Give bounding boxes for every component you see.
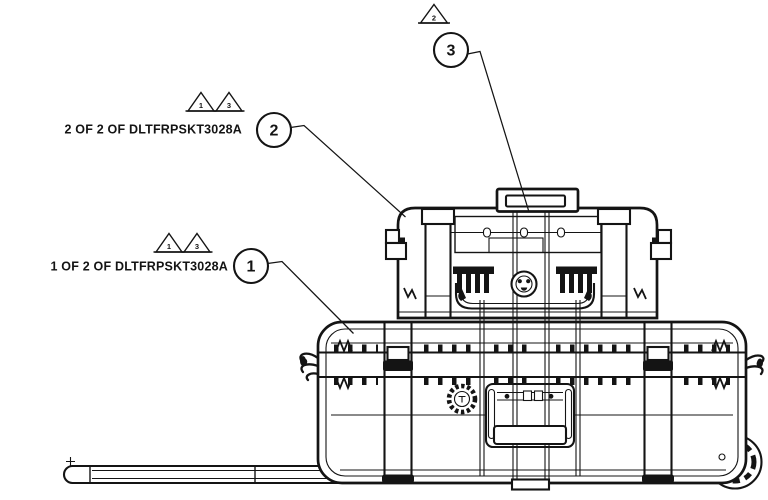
- balloon-3: 3: [432, 31, 470, 69]
- upper-case-hardware: [420, 187, 632, 301]
- svg-text:1: 1: [199, 101, 203, 110]
- bottom-strap-tab: [510, 478, 551, 491]
- flag-note-top: 2: [418, 3, 450, 24]
- flag-note-upper-1: 1: [185, 91, 217, 112]
- upper-right-bumper: [649, 228, 673, 261]
- balloon-2-number: 2: [270, 123, 279, 140]
- label-upper-item: 2 OF 2 OF DLTFRPSKT3028A: [64, 123, 242, 137]
- flag-note-lower-1: 1: [153, 232, 185, 253]
- svg-text:3: 3: [195, 242, 199, 251]
- right-latch-buckle: [646, 345, 670, 362]
- power-connector: [510, 270, 538, 298]
- lower-left-latch-band: [382, 323, 414, 483]
- balloon-1-number: 1: [247, 259, 256, 276]
- lower-case: [299, 320, 765, 485]
- annotations: 2 3 1 3 2 OF 2 OF DLTFRPSKT3028A 2 1: [50, 3, 530, 334]
- lower-case-hardware: [386, 345, 726, 491]
- upper-left-bumper: [384, 228, 408, 261]
- front-handle-grip-bar: [492, 424, 568, 446]
- left-latch-buckle: [386, 345, 410, 362]
- balloon-2: 2: [255, 111, 293, 149]
- svg-text:1: 1: [167, 242, 171, 251]
- right-ribbed-grip: [556, 266, 597, 293]
- balloon-3-number: 3: [447, 43, 456, 60]
- leader-line-2: [290, 124, 406, 218]
- lower-right-latch-band: [642, 323, 674, 483]
- leader-line-3: [467, 50, 530, 213]
- balloon-1: 1: [232, 247, 270, 285]
- upper-case: [384, 206, 673, 320]
- upper-pull-handle: [454, 283, 596, 310]
- leader-line-1: [267, 260, 354, 334]
- left-ribbed-grip: [453, 266, 494, 293]
- right-side-strap-hooks: [744, 354, 765, 376]
- flag-note-lower-3: 3: [181, 232, 213, 253]
- label-lower-item: 1 OF 2 OF DLTFRPSKT3028A: [50, 260, 228, 274]
- centerline-cross-mark: [66, 457, 75, 466]
- right-foot-pad: [642, 474, 674, 483]
- front-handle-recess: [484, 382, 576, 449]
- lower-case-body: [316, 320, 748, 485]
- flag-note-upper-3: 3: [213, 91, 245, 112]
- left-side-strap-hooks: [299, 352, 320, 382]
- upper-case-body: [396, 206, 659, 320]
- left-foot-pad: [382, 474, 414, 483]
- flag-note-top-number: 2: [432, 14, 436, 23]
- svg-text:3: 3: [227, 101, 231, 110]
- pressure-relief-valve: [446, 383, 478, 415]
- wheel-axle-bolt: [718, 453, 726, 461]
